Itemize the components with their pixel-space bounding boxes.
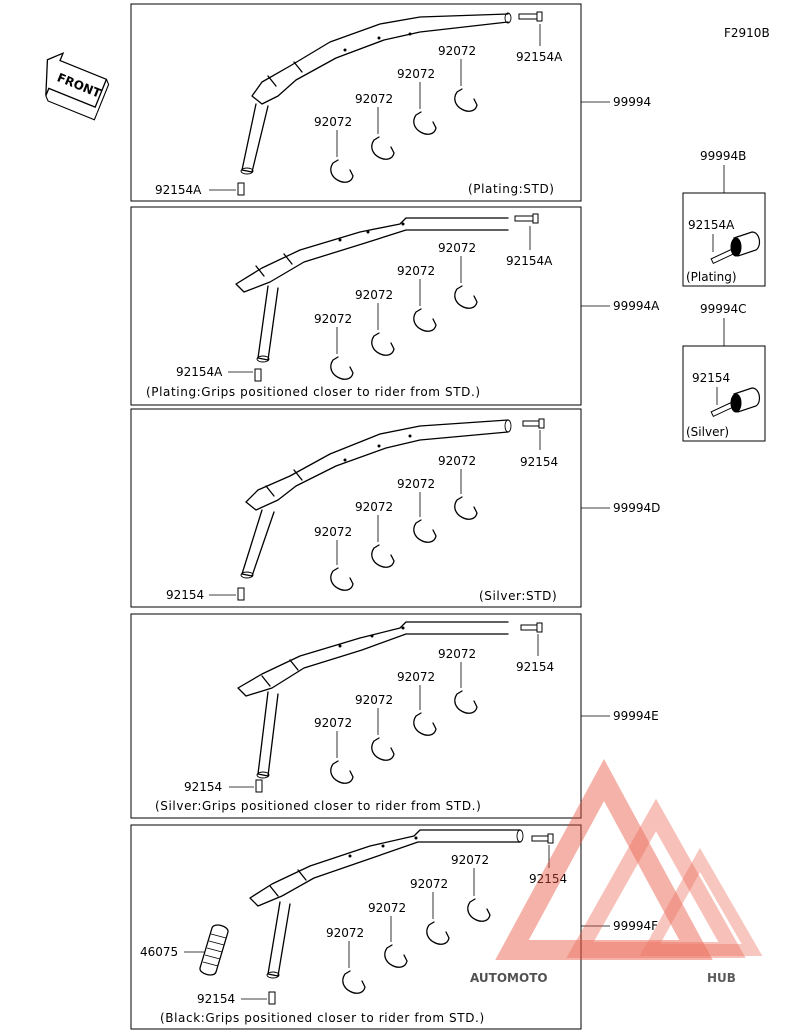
clamp-label: 92072 [314, 115, 352, 129]
watermark-logo [495, 758, 763, 960]
panel-99994A: 99994A (Plating:Grips positioned closer … [130, 206, 660, 406]
clamp-label: 92072 [438, 647, 476, 661]
clamp-label: 92072 [397, 477, 435, 491]
bolt-bottom-label: 92154A [176, 365, 223, 379]
bolt [710, 248, 734, 265]
assembly-number: 99994F [613, 919, 658, 933]
handlebar [235, 217, 509, 363]
clamp-row: 92072 92072 92072 92072 [314, 454, 478, 591]
panel-note: (Silver:Grips positioned closer to rider… [155, 799, 481, 813]
figure-code: F2910B [724, 26, 770, 40]
assembly-number: 99994D [613, 501, 660, 515]
bolt-bottom [268, 991, 276, 1005]
bolt-top [518, 11, 543, 22]
panel-note: (Plating:STD) [468, 182, 555, 196]
bolt-bottom [237, 587, 245, 601]
bolt-top-label: 92154 [520, 455, 558, 469]
bolt-bottom [237, 182, 245, 196]
clamp-row: 92072 92072 92072 92072 [314, 647, 478, 784]
assembly-number: 99994 [613, 95, 651, 109]
panel-note: (Plating:Grips positioned closer to ride… [146, 385, 481, 399]
handlebar [237, 621, 509, 779]
clamp-label: 92072 [397, 67, 435, 81]
panel-99994F: 99994F (Black:Grips positioned closer to… [130, 824, 658, 1030]
assembly-number: 99994B [700, 149, 746, 163]
automotohub-watermark: AUTOMOTO HUB [470, 758, 763, 985]
panel-note: (Black:Grips positioned closer to rider … [160, 1011, 485, 1025]
clamp-label: 92072 [314, 525, 352, 539]
grip-label: 46075 [140, 945, 178, 959]
part-label: 92154 [692, 371, 730, 385]
bolt-bottom [255, 779, 263, 793]
clamp-label: 92072 [355, 500, 393, 514]
bolt-top-label: 92154 [516, 660, 554, 674]
side-part-99994B: 99994B 92154A (Plating) [682, 149, 766, 287]
front-arrow: FRONT [45, 51, 110, 121]
part-label: 92154A [688, 218, 735, 232]
bolt-top [514, 213, 539, 224]
handlebar [240, 12, 512, 175]
assembly-number: 99994C [700, 302, 747, 316]
clamp-label: 92072 [314, 716, 352, 730]
panel-99994E: 99994E (Silver:Grips positioned closer t… [130, 613, 659, 819]
clamp-label: 92072 [451, 853, 489, 867]
side-note: (Plating) [686, 270, 737, 284]
grip [199, 924, 229, 976]
clamp-label: 92072 [438, 44, 476, 58]
bolt-top [531, 833, 554, 844]
bolt-bottom-label: 92154 [166, 588, 204, 602]
clamp-label: 92072 [326, 926, 364, 940]
clamp-row: 92072 92072 92072 92072 [314, 241, 478, 380]
clamp-label: 92072 [397, 264, 435, 278]
clamp-label: 92072 [355, 288, 393, 302]
clamp-row: 92072 92072 92072 92072 [326, 853, 491, 994]
bolt-top-label: 92154 [529, 872, 567, 886]
bar-end-weight [730, 231, 761, 257]
bolt-top-label: 92154A [506, 254, 553, 268]
clamp-label: 92072 [355, 693, 393, 707]
panel-frame [130, 3, 582, 202]
panel-frame [130, 824, 582, 1030]
side-note: (Silver) [686, 425, 729, 439]
panel-99994: 99994 (Plating:STD) 92154A 92154A 92072 … [130, 3, 651, 202]
clamp-row: 92072 92072 92072 92072 [314, 44, 478, 183]
assembly-number: 99994E [613, 709, 659, 723]
panel-99994D: 99994D (Silver:STD) 92154 92154 92072 92… [130, 408, 660, 608]
side-frame [682, 192, 766, 287]
bolt [710, 401, 734, 418]
bolt-bottom-label: 92154A [155, 183, 202, 197]
assembly-number: 99994A [613, 299, 660, 313]
panel-note: (Silver:STD) [479, 589, 557, 603]
watermark-text-a: AUTOMOTO [470, 971, 548, 985]
bolt-bottom [254, 368, 262, 382]
side-part-99994C: 99994C 92154 (Silver) [682, 302, 766, 442]
bolt-top [520, 622, 543, 633]
side-frame [682, 345, 766, 442]
clamp-label: 92072 [438, 241, 476, 255]
clamp-label: 92072 [355, 92, 393, 106]
bar-end-weight [730, 387, 761, 413]
clamp-label: 92072 [438, 454, 476, 468]
bolt-bottom-label: 92154 [197, 992, 235, 1006]
handlebar [240, 419, 512, 579]
watermark-text-b: HUB [707, 971, 736, 985]
bolt-bottom-label: 92154 [184, 780, 222, 794]
clamp-label: 92072 [397, 670, 435, 684]
clamp-label: 92072 [410, 877, 448, 891]
bolt-top [522, 418, 545, 429]
clamp-label: 92072 [314, 312, 352, 326]
bolt-top-label: 92154A [516, 50, 563, 64]
handlebar [249, 829, 524, 979]
clamp-label: 92072 [368, 901, 406, 915]
